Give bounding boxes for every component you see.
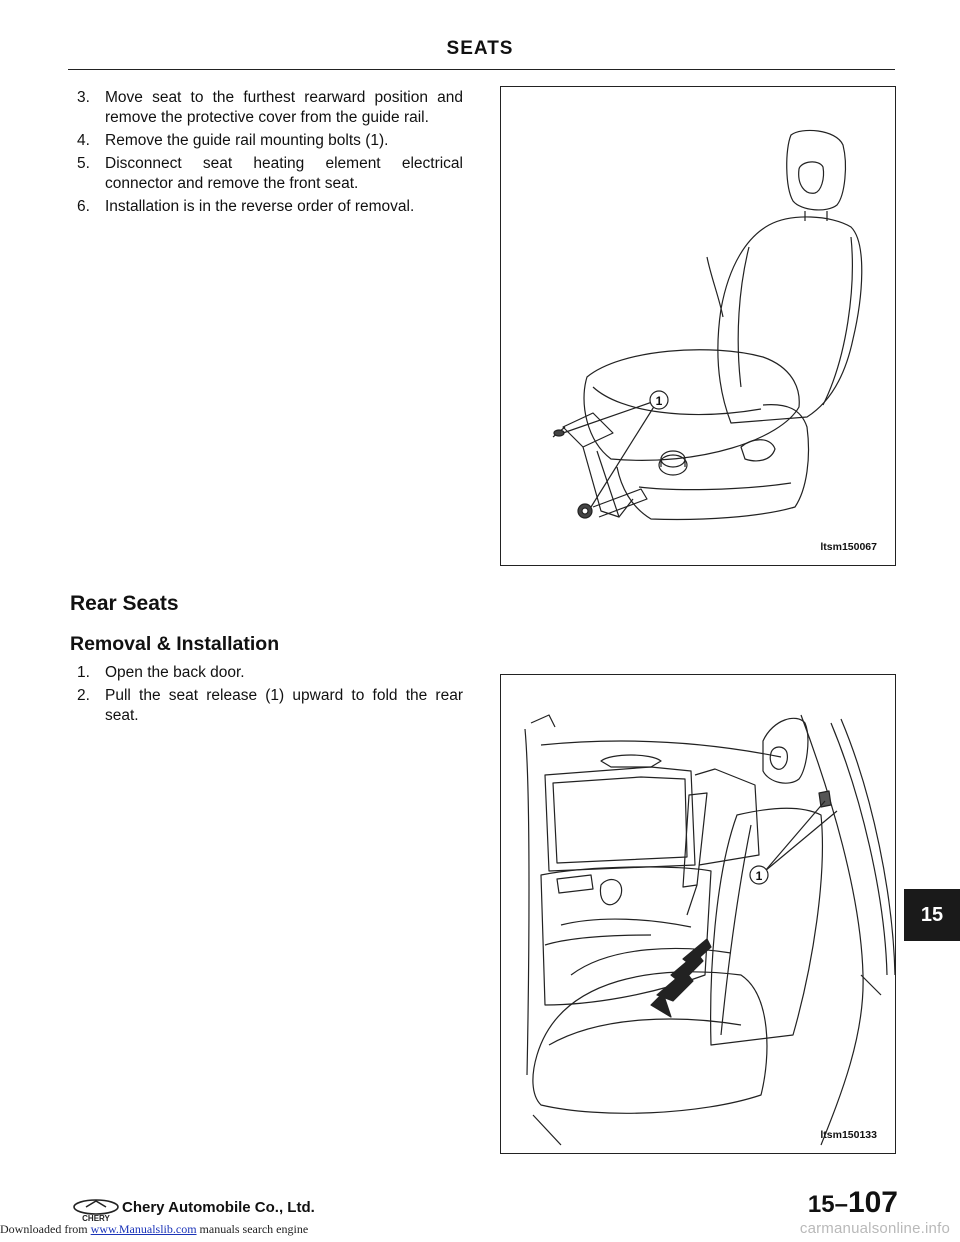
step-text: Remove the guide rail mounting bolts (1)… [105,132,389,149]
front-seat-illustration-icon: 1 [552,129,863,521]
download-link[interactable]: www.Manualslib.com [90,1222,197,1236]
rear-seat-illustration-icon: 1 [524,714,896,1146]
step-item: 2. Pull the seat release (1) upward to fo… [77,686,463,726]
step-number: 2. [77,687,90,704]
logo-text: CHERY [82,1214,110,1222]
company-name: Chery Automobile Co., Ltd. [122,1199,315,1216]
step-number: 1. [77,664,90,681]
step-text: Move seat to the furthest rearward posit… [105,89,463,126]
front-seat-figure: 1 ltsm150067 [500,86,896,566]
step-item: 5. Disconnect seat heating element electr… [77,154,463,194]
download-prefix: Downloaded from [0,1222,88,1236]
section-title: Rear Seats [70,592,179,615]
chapter-number: 15 [807,1191,835,1218]
page-header-title: SEATS [446,38,514,59]
step-number: 5. [77,155,90,172]
page-dash: – [834,1191,848,1218]
step-number: 3. [77,89,90,106]
page-number-value: 107 [847,1186,898,1219]
figure-id: ltsm150133 [820,1129,877,1141]
figure-callout-1: 1 [756,869,763,883]
step-text: Open the back door. [105,664,245,681]
front-seat-steps: 3. Move seat to the furthest rearward pos… [77,88,463,220]
watermark: carmanualsonline.info [799,1220,950,1237]
page-number: 15–107 [808,1186,898,1220]
section-subtitle: Removal & Installation [70,633,280,655]
step-item: 3. Move seat to the furthest rearward pos… [77,88,463,128]
figure-callout-1: 1 [656,394,663,408]
step-item: 6. Installation is in the reverse order o… [77,197,463,217]
step-number: 6. [77,198,90,215]
step-item: 4. Remove the guide rail mounting bolts (… [77,131,463,151]
rear-seat-figure: 1 ltsm150133 [500,674,896,1154]
header-rule [68,69,895,70]
step-text: Disconnect seat heating element electric… [105,155,463,192]
chery-logo-icon: CHERY [73,1199,119,1222]
step-text: Installation is in the reverse order of … [105,198,415,215]
download-notice: Downloaded from www.Manualslib.com manua… [0,1222,308,1237]
step-number: 4. [77,132,90,149]
chapter-tab: 15 [904,889,960,941]
rear-seat-steps: 1. Open the back door. 2. Pull the seat re… [77,663,463,729]
figure-id: ltsm150067 [820,541,877,553]
step-text: Pull the seat release (1) upward to fold… [105,687,463,724]
step-item: 1. Open the back door. [77,663,463,683]
download-suffix: manuals search engine [199,1222,309,1236]
